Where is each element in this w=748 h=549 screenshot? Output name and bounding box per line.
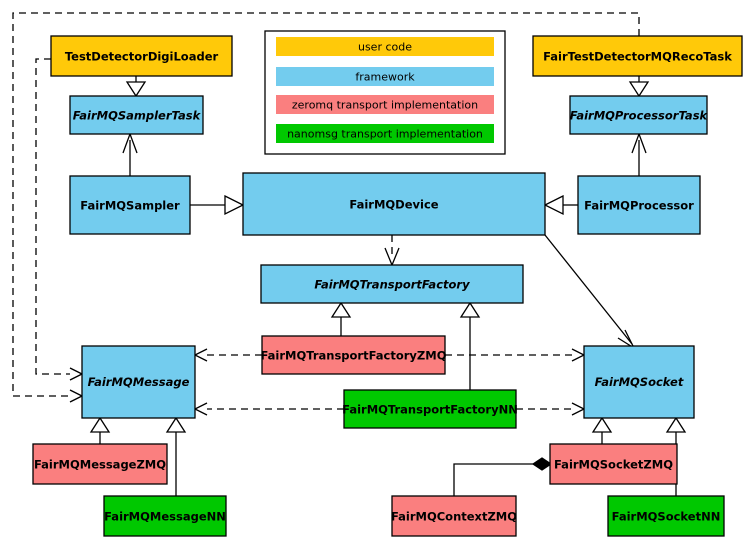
node-label: FairMQMessage	[88, 375, 190, 389]
legend-swatch-zeromq	[276, 95, 494, 114]
node-label: FairTestDetectorMQRecoTask	[543, 50, 732, 64]
legend-label-nanomsg: nanomsg transport implementation	[287, 128, 483, 141]
legend-swatch-nanomsg	[276, 124, 494, 143]
node-label: FairMQProcessor	[584, 199, 694, 213]
edge-tfzmq-socket	[445, 348, 586, 362]
legend-swatch-framework	[276, 67, 494, 86]
node-label: FairMQSamplerTask	[73, 109, 202, 123]
node-fairmqsocketnn[interactable]: FairMQSocketNN	[607, 495, 725, 537]
edge-digiloader-samplertask	[125, 76, 147, 98]
node-fairmqtransportfactoryzmq[interactable]: FairMQTransportFactoryZMQ	[260, 335, 447, 375]
node-label: FairMQSocket	[595, 375, 684, 389]
node-fairmqdevice[interactable]: FairMQDevice	[242, 172, 546, 236]
edge-processor-device	[543, 194, 578, 216]
edge-device-socket	[544, 234, 636, 350]
legend-label-zeromq: zeromq transport implementation	[292, 99, 478, 112]
edge-contextzmq-socketzmq	[453, 457, 553, 496]
node-fairmqsampler[interactable]: FairMQSampler	[69, 175, 191, 235]
edge-device-transportfactory	[384, 235, 400, 267]
node-label: FairMQMessageZMQ	[34, 458, 166, 472]
edge-processor-processortask	[631, 132, 647, 176]
node-fairmqprocessortask[interactable]: FairMQProcessorTask	[569, 95, 709, 135]
legend-label-user-code: user code	[358, 41, 412, 54]
node-label: FairMQSocketZMQ	[554, 458, 673, 472]
edge-sampler-device	[190, 194, 245, 216]
node-fairmqsocketzmq[interactable]: FairMQSocketZMQ	[549, 443, 678, 485]
node-label: FairMQTransportFactory	[314, 278, 470, 292]
edge-socketzmq-socket	[591, 416, 613, 444]
node-testdetectordigiloader[interactable]: TestDetectorDigiLoader	[50, 35, 233, 77]
node-fairmqtransportfactorynn[interactable]: FairMQTransportFactoryNN	[342, 389, 518, 429]
node-label: TestDetectorDigiLoader	[65, 50, 219, 64]
edge-tfnn-socket	[516, 402, 586, 416]
node-label: FairMQTransportFactoryNN	[342, 403, 518, 417]
node-fairmqmessage[interactable]: FairMQMessage	[81, 345, 196, 419]
node-fairtestdetectormqrecotask[interactable]: FairTestDetectorMQRecoTask	[532, 35, 743, 77]
node-fairmqprocessor[interactable]: FairMQProcessor	[577, 175, 701, 235]
edge-recotask-processortask	[628, 76, 650, 98]
edge-tfnn-tf	[459, 301, 481, 390]
node-label: FairMQContextZMQ	[391, 510, 517, 524]
node-label: FairMQSampler	[80, 199, 180, 213]
edge-layer	[12, 12, 687, 496]
legend-box: user code framework zeromq transport imp…	[264, 30, 506, 155]
node-label: FairMQTransportFactoryZMQ	[260, 349, 446, 363]
node-layer: TestDetectorDigiLoader FairMQSamplerTask…	[32, 35, 743, 537]
node-fairmqsocket[interactable]: FairMQSocket	[583, 345, 695, 419]
edge-tfnn-message	[193, 402, 344, 416]
node-fairmqmessagezmq[interactable]: FairMQMessageZMQ	[32, 443, 168, 485]
edge-tfzmq-tf	[330, 301, 352, 336]
edge-messagenn-message	[165, 416, 187, 496]
edge-sampler-samplertask	[122, 132, 138, 176]
legend-swatch-user-code	[276, 37, 494, 56]
node-label: FairMQDevice	[349, 198, 438, 212]
node-label: FairMQMessageNN	[104, 510, 226, 524]
node-fairmqcontextzmq[interactable]: FairMQContextZMQ	[391, 495, 517, 537]
legend-label-framework: framework	[355, 71, 415, 84]
node-label: FairMQSocketNN	[612, 510, 721, 524]
node-fairmqmessagenn[interactable]: FairMQMessageNN	[103, 495, 227, 537]
edge-tfzmq-message	[193, 348, 262, 362]
edge-messagezmq-message	[89, 416, 111, 444]
node-label: FairMQProcessorTask	[570, 109, 709, 123]
node-fairmqtransportfactory[interactable]: FairMQTransportFactory	[260, 264, 524, 304]
node-fairmqsamplertask[interactable]: FairMQSamplerTask	[69, 95, 204, 135]
